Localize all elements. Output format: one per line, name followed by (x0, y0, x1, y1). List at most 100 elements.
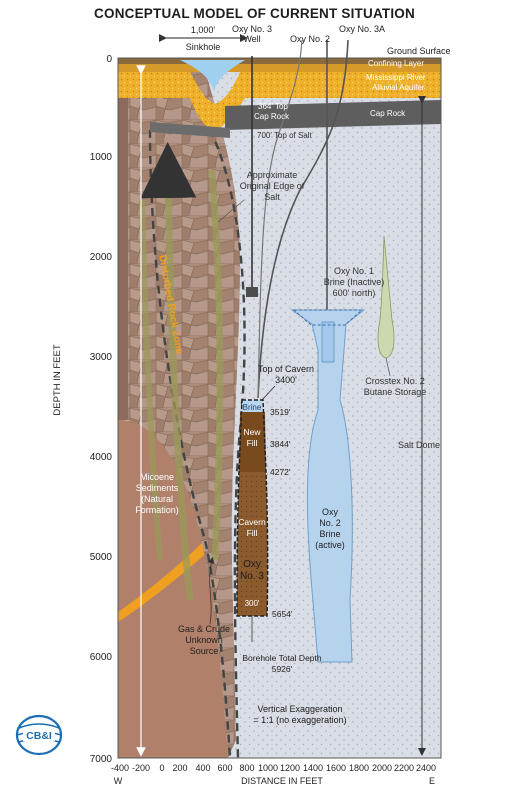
x-tick-1200: 1200 (280, 763, 300, 773)
sinkhole-label: Sinkhole (186, 42, 221, 52)
west-label: W (114, 776, 123, 786)
salt-edge-label-2: Original Edge of (240, 181, 305, 191)
y-tick-1000: 1000 (90, 152, 113, 163)
flow-arrow-2 (208, 169, 224, 561)
x-tick-m400: -400 (111, 763, 129, 773)
oxy3-well-plug (246, 287, 258, 297)
oxy3-cavern-label-2: No. 3 (240, 571, 264, 582)
salt-edge-label-3: Salt (264, 192, 280, 202)
oxy3-cavern-new-fill (239, 412, 266, 472)
crosstex-label-2: Butane Storage (364, 387, 427, 397)
y-tick-2000: 2000 (90, 252, 113, 263)
oxy1-label-2: Brine (Inactive) (324, 277, 385, 287)
miocene-label-1: Micoene (140, 472, 174, 482)
miocene-label-3: (Natural (141, 494, 173, 504)
borehole-depth-label-2: 5926' (272, 664, 293, 674)
new-fill-label-1: New (243, 427, 261, 437)
oxy3-cavern-brine (242, 400, 263, 412)
crosstex-pointer (385, 357, 391, 377)
oxy3-cavern-fill (237, 472, 268, 616)
x-tick-2000: 2000 (372, 763, 392, 773)
oxy3-well-label: Oxy No. 3 (232, 24, 272, 34)
cavern-fill-label-1: Cavern (238, 517, 266, 527)
cavern-brine-label: Brine (243, 403, 262, 412)
river-aquifer-label-2: Alluvial Aquifer (372, 83, 425, 92)
cavern-top-label-1: Top of Cavern (258, 364, 314, 374)
east-label: E (429, 776, 435, 786)
x-tick-m200: -200 (132, 763, 150, 773)
gas-crude-label-2: Unknown (185, 635, 223, 645)
miocene-label-2: Sediments (136, 483, 179, 493)
diagram-title: CONCEPTUAL MODEL OF CURRENT SITUATION (94, 6, 415, 21)
salt-edge-label-1: Approximate (247, 170, 298, 180)
disturbed-zone-boundary-outer (148, 129, 232, 759)
alluvial-aquifer (118, 72, 441, 130)
cbi-logo: CB&I (14, 714, 64, 756)
y-tick-4000: 4000 (90, 452, 113, 463)
flow-arrow-1 (140, 142, 197, 601)
sinkhole (180, 60, 245, 92)
x-tick-0: 0 (159, 763, 164, 773)
cap-rock-top-label-1: 364' Top (258, 102, 288, 111)
salt-edge-pointer (217, 199, 245, 223)
oxy1-label-3: 600' north) (333, 288, 376, 298)
y-tick-3000: 3000 (90, 352, 113, 363)
oxy3-well-sublabel: Well (243, 34, 260, 44)
oxy3a-well-bore (257, 39, 349, 399)
oxy2-well-bore (257, 39, 303, 399)
oxy2-cavern-label-3: Brine (319, 529, 340, 539)
miocene-label-4: Formation) (135, 505, 179, 515)
x-axis-label: DISTANCE IN FEET (241, 776, 323, 786)
y-tick-7000: 7000 (90, 754, 113, 765)
y-tick-6000: 6000 (90, 652, 113, 663)
y-tick-5000: 5000 (90, 552, 113, 563)
gas-crude-pointer (208, 556, 215, 625)
crosstex-label-1: Crosstex No. 2 (365, 376, 425, 386)
x-tick-2400: 2400 (416, 763, 436, 773)
ground-surface-label: Ground Surface (387, 46, 451, 56)
cap-rock-band (225, 100, 441, 130)
cap-rock-lower-band (150, 122, 230, 138)
x-tick-400: 400 (195, 763, 210, 773)
vertical-exaggeration-label-1: Vertical Exaggeration (257, 704, 342, 714)
cavern-top-label-2: 3400' (275, 375, 297, 385)
confining-layer-label: Confining Layer (368, 59, 424, 68)
oxy3a-well-label: Oxy No. 3A (339, 24, 385, 34)
depth-5654-label: 5654' (272, 609, 293, 619)
width-dimension-label: 1,000' (191, 25, 216, 35)
cavern-fill-label-2: Fill (247, 528, 258, 538)
oxy3-cavern-outline (236, 399, 269, 617)
depth-3844-label: 3844' (270, 439, 291, 449)
gas-crude-label-3: Source (190, 646, 219, 656)
x-tick-200: 200 (172, 763, 187, 773)
cap-rock-label: Cap Rock (370, 109, 406, 118)
gas-crude-label-1: Gas & Crude (178, 624, 230, 634)
new-fill-label-2: Fill (247, 438, 258, 448)
x-tick-2200: 2200 (394, 763, 414, 773)
cavern-top-pointer (261, 385, 276, 401)
oxy1-cavern-outline (292, 309, 364, 326)
oxy1-brine-chimney (321, 321, 335, 363)
x-tick-600: 600 (217, 763, 232, 773)
depth-3519-label: 3519' (270, 407, 291, 417)
oxy2-brine-cavern (290, 309, 366, 663)
oxy3-cavern-label-1: Oxy (243, 559, 261, 570)
salt-dome-label: Salt Dome (398, 440, 440, 450)
y-tick-0: 0 (106, 54, 112, 65)
x-tick-1400: 1400 (303, 763, 323, 773)
disturbed-rock-zone (128, 70, 240, 758)
x-tick-800: 800 (239, 763, 254, 773)
x-tick-1000: 1000 (258, 763, 278, 773)
cap-rock-top-label-2: Cap Rock (254, 112, 290, 121)
cbi-logo-text: CB&I (26, 730, 52, 742)
vertical-exaggeration-label-2: = 1:1 (no exaggeration) (253, 715, 346, 725)
cavern-width-label: 300' (245, 599, 260, 608)
oxy2-cavern-label-4: (active) (315, 540, 345, 550)
x-tick-1600: 1600 (326, 763, 346, 773)
oxy2-cavern-label-1: Oxy (322, 507, 339, 517)
ground-top-layer (118, 58, 441, 64)
depth-4272-label: 4272' (270, 467, 291, 477)
borehole-depth-label-1: Borehole Total Depth (242, 653, 322, 663)
x-tick-1800: 1800 (349, 763, 369, 773)
